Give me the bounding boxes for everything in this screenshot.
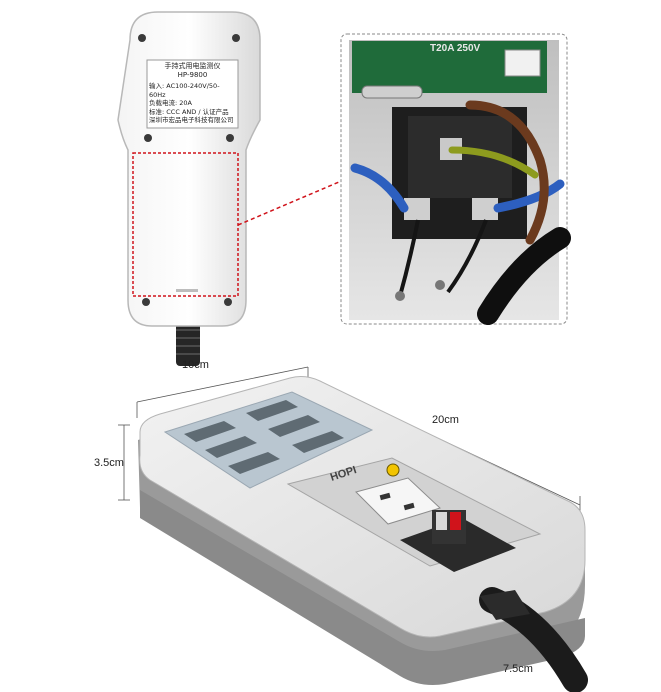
terminal-clip — [450, 512, 461, 530]
meter-grip-band — [140, 490, 585, 685]
socket-hole — [379, 492, 391, 501]
screw-icon — [138, 34, 146, 42]
screw-icon — [435, 280, 445, 290]
socket-hole — [403, 502, 415, 511]
display-panel — [163, 391, 374, 489]
label-manufacturer: 深圳市宏品电子科技有限公司 — [149, 116, 234, 124]
lcd-window — [292, 431, 344, 453]
cover-slot — [176, 289, 198, 292]
label-title: 手持式用电监测仪 — [164, 62, 221, 70]
brand-badge-icon — [386, 463, 400, 477]
connector-line — [237, 178, 347, 226]
dim-length-label: 10cm — [182, 359, 209, 371]
device-back-view — [117, 11, 261, 366]
screw-icon — [224, 298, 232, 306]
blue-wire — [493, 179, 565, 213]
cable-gland — [480, 590, 530, 620]
pcb-rating-text: T20A 250V — [430, 43, 481, 54]
screw-icon — [395, 291, 405, 301]
lcd-window — [246, 400, 298, 421]
spec-label-text: 手持式用电监测仪 HP-9800 输入: AC100-240V/50-60Hz … — [149, 62, 236, 125]
screw-icon — [142, 298, 150, 306]
dim-height-label: 3.5cm — [94, 457, 124, 469]
terminal-icon — [472, 198, 498, 220]
label-input: 输入: AC100-240V/50-60Hz — [149, 82, 220, 99]
terminal-clip — [436, 512, 447, 530]
dim-width-label: 20cm — [432, 414, 459, 426]
earth-wire — [448, 146, 539, 179]
pcb-component — [504, 49, 541, 77]
device-front-view — [118, 366, 588, 692]
black-wire — [446, 219, 488, 294]
brown-wire — [465, 100, 549, 245]
label-standard: 标准: CCC AND / 认证产品 — [149, 107, 229, 116]
fuse-holder — [361, 85, 423, 99]
label-model: HP-9800 — [177, 70, 208, 79]
main-cable — [477, 227, 571, 325]
blue-wire — [350, 163, 409, 213]
interior-view — [340, 33, 571, 325]
terminal-icon — [404, 198, 430, 220]
screw-icon — [144, 134, 152, 142]
lcd-window — [268, 415, 320, 437]
universal-socket — [355, 477, 441, 525]
dim-depth-label: 7.5cm — [503, 663, 533, 675]
lcd-window — [205, 436, 257, 458]
screw-icon — [226, 134, 234, 142]
lcd-window — [228, 452, 280, 474]
dim-line-length — [136, 366, 309, 403]
black-wire — [398, 219, 420, 297]
screw-icon — [232, 34, 240, 42]
terminal-base — [400, 518, 516, 572]
lcd-window — [184, 421, 236, 442]
spec-label-sticker — [146, 59, 239, 129]
label-current: 负载电流: 20A — [149, 99, 192, 107]
